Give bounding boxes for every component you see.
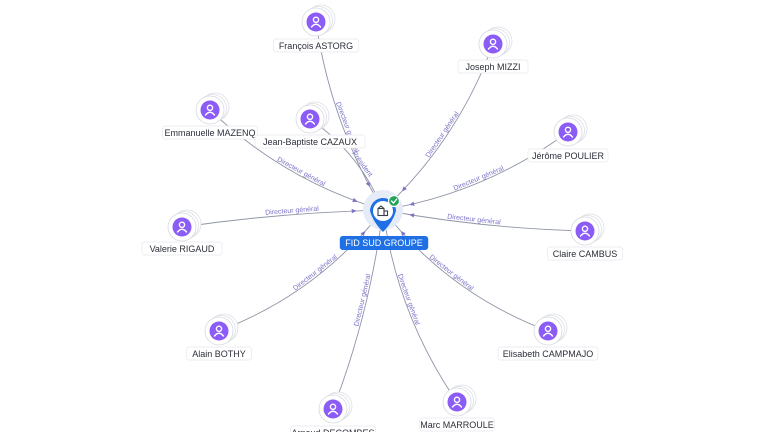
edge-arrow-icon [352,197,358,203]
edge-arrow-icon [401,186,407,192]
edge-relation-label: Directeur général [453,165,506,192]
person-name: Valerie RIGAUD [150,244,215,254]
edge-line [332,209,384,410]
person-label-bg [527,148,609,163]
edge-relation-label: Directeur général [265,206,320,217]
person-node-jerome-poulier[interactable]: Jérôme POULIER [527,114,609,163]
person-label-bg [254,134,366,149]
person-name: Claire CAMBUS [553,249,618,259]
person-label-bg [162,125,258,140]
edge-arrow-icon [409,213,415,218]
person-icon [300,109,320,129]
edge-relation-label: Président [350,150,373,178]
person-icon [538,321,558,341]
person-icon [483,34,503,54]
edge-line [218,209,384,332]
person-label-bg [457,59,529,74]
person-node-elisabeth-campmajo[interactable]: Elisabeth CAMPMAJO [497,313,599,361]
edge-line [382,209,458,403]
person-name: Jérôme POULIER [532,151,605,161]
edge-line [382,131,569,211]
edge-relation-label: Directeur général [428,254,475,293]
edge-jerome-poulier: Directeur général [382,131,569,211]
person-label-bg [273,38,359,53]
person-label-bg [186,346,252,361]
person-icon [447,392,467,412]
edge-arrow-icon [365,181,371,188]
person-name: François ASTORG [279,41,353,51]
person-label-bg [547,246,623,261]
person-icon [558,122,578,142]
company-name: FID SUD GROUPE [345,238,423,248]
edge-relation-label: Directeur général [425,110,461,159]
edge-arrow-icon [351,208,357,214]
edge-line [382,209,586,232]
person-node-joseph-mizzi[interactable]: Joseph MIZZI [457,26,529,74]
person-label-bg [419,417,495,432]
person-node-marc-marroule[interactable]: Marc MARROULE [419,384,495,432]
person-name: Elisabeth CAMPMAJO [503,349,594,359]
edge-line [382,209,549,332]
edge-arrow-icon [409,201,415,206]
person-node-alain-bothy[interactable]: Alain BOTHY [186,313,252,361]
edge-relation-label: Directeur général [292,253,339,292]
person-name: Jean-Baptiste CAZAUX [263,137,357,147]
person-node-jean-baptiste-cazaux[interactable]: Jean-Baptiste CAZAUX [254,101,366,149]
company-node[interactable]: FID SUD GROUPE [339,190,429,250]
person-name: Alain BOTHY [192,349,246,359]
person-label-bg [290,425,376,432]
edge-arrow-icon [360,230,366,237]
check-badge-icon [387,194,401,208]
person-name: Arnaud DECOMBES [291,428,374,432]
edge-claire-cambus: Directeur général [382,209,586,232]
person-icon [209,321,229,341]
person-node-claire-cambus[interactable]: Claire CAMBUS [547,213,623,261]
person-node-emmanuelle-mazenq[interactable]: Emmanuelle MAZENQ [162,92,258,140]
person-node-arnaud-decombes[interactable]: Arnaud DECOMBES [290,391,376,432]
person-icon [575,221,595,241]
nodes-layer: François ASTORG Joseph MIZZI Jérôme POULIE… [141,4,623,432]
edge-relation-label: Directeur général [447,214,502,227]
person-name: Marc MARROULE [420,420,494,430]
person-icon [172,217,192,237]
person-node-francois-astorg[interactable]: François ASTORG [273,4,359,53]
company-label-bg [339,236,429,250]
person-icon [323,399,343,419]
edge-relation-label: Directeur général [353,273,372,327]
edge-line [181,209,384,228]
person-label-bg [141,241,223,256]
building-icon [377,205,389,217]
edge-relation-label: Directeur général [396,273,421,326]
person-icon [306,12,326,32]
person-node-valerie-rigaud[interactable]: Valerie RIGAUD [141,209,223,256]
person-name: Joseph MIZZI [465,62,520,72]
edge-valerie-rigaud: Directeur général [181,206,384,228]
edge-relation-label: Directeur général [276,156,327,188]
person-name: Emmanuelle MAZENQ [164,128,255,138]
person-icon [200,100,220,120]
edge-arrow-icon [400,231,406,237]
person-label-bg [497,346,599,361]
